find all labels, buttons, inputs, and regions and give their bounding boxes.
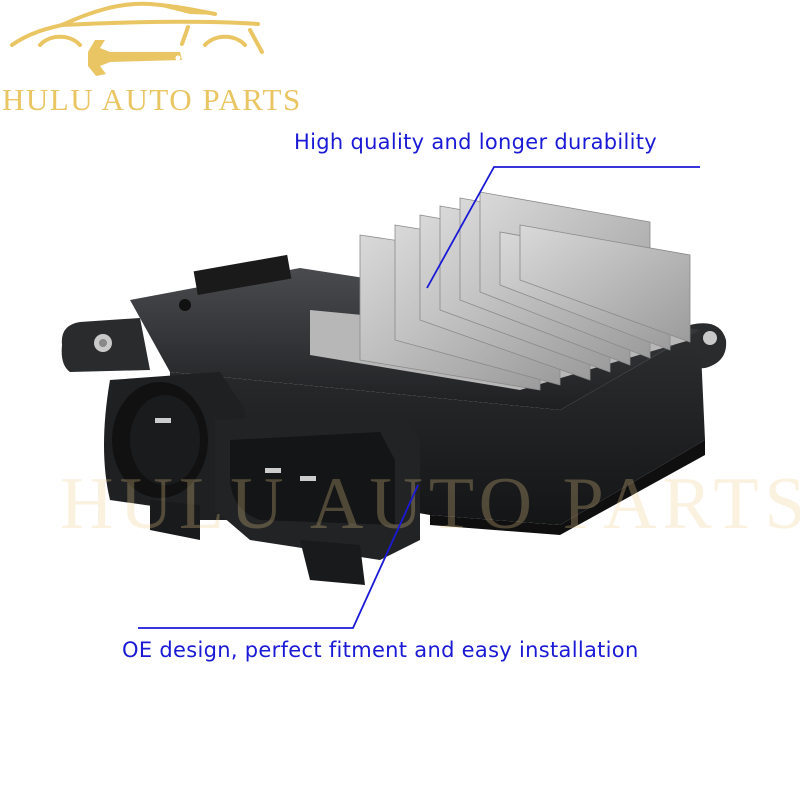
callout-durability: High quality and longer durability [294,130,658,154]
callout-fitment: OE design, perfect fitment and easy inst… [122,638,639,662]
brand-name: HULU AUTO PARTS [2,82,302,117]
brand-logo: HULU AUTO PARTS [0,0,300,120]
car-silhouette-with-wrench-icon [10,1,264,76]
